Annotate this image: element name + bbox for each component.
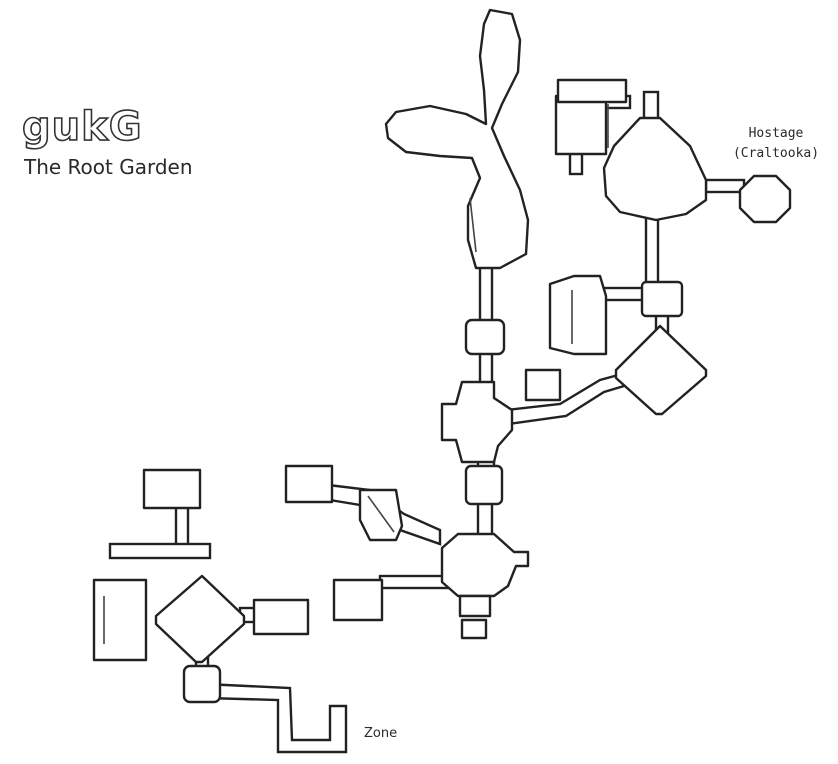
detail-cavern-edge (469, 197, 477, 253)
room-hostage-octagon (738, 174, 792, 224)
room-northeast-block (554, 94, 608, 156)
room-center-cross (440, 532, 530, 598)
zone-name-subtitle: The Root Garden (24, 155, 193, 179)
room-west-mid (332, 578, 384, 622)
zone-exit-label: Zone (364, 726, 398, 741)
corridor-zone-exit (202, 682, 348, 754)
corridor-northwest-bar (108, 542, 212, 560)
room-northwest-box (142, 468, 202, 510)
room-southwest-diamond (154, 574, 246, 664)
room-west-upper (284, 464, 334, 504)
hostage-label-line2: (Craltooka) (732, 146, 820, 161)
zone-code-title: gukG (21, 103, 143, 151)
room-east-small (640, 280, 684, 318)
detail-slant (367, 495, 395, 533)
corridor-north-trunk (478, 260, 494, 326)
room-east-pillared (548, 274, 608, 356)
corridor-east-vertical (644, 210, 660, 288)
corridor-northwest (174, 502, 190, 550)
room-north-small (464, 318, 506, 356)
room-west-corridor-room (252, 598, 310, 636)
room-northeast-top (556, 78, 628, 104)
room-center-square (464, 464, 504, 506)
room-east-box (524, 368, 562, 402)
hostage-label-line1: Hostage (748, 126, 804, 141)
corridor-to-hostage (704, 178, 746, 194)
room-center-cell (460, 618, 488, 640)
corridor-southwest (378, 574, 450, 590)
room-south-small (182, 664, 222, 704)
room-east-diamond (614, 324, 708, 416)
corridor-north-mid (478, 350, 494, 386)
room-center-alcove (458, 594, 492, 618)
hostage-label: Hostage (Craltooka) (718, 124, 834, 164)
corridor-center-lower (476, 498, 494, 538)
room-northeast-hub (602, 116, 708, 222)
rooms (92, 8, 792, 704)
room-center-junction (440, 380, 514, 464)
map-details (103, 104, 609, 644)
room-southwest-west (92, 578, 148, 662)
room-north-cavern (384, 8, 530, 270)
